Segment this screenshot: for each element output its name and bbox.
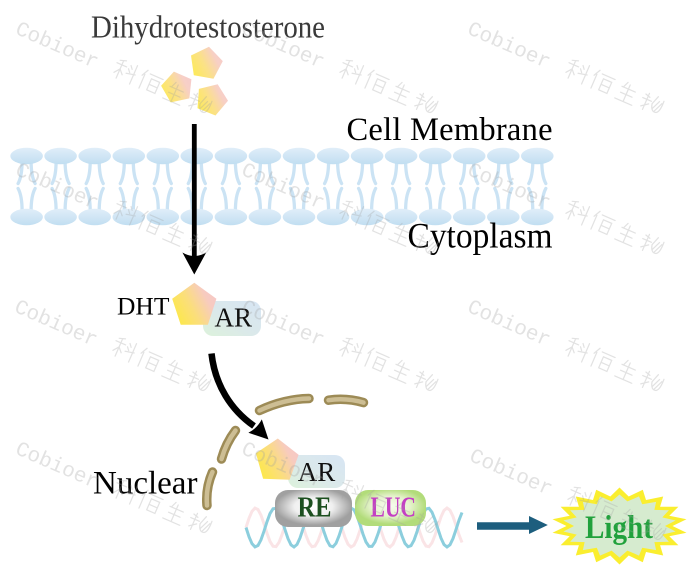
svg-text:LUC: LUC: [371, 492, 417, 524]
svg-text:Cytoplasm: Cytoplasm: [408, 216, 553, 256]
svg-text:Light: Light: [585, 510, 653, 546]
svg-text:Cell Membrane: Cell Membrane: [347, 112, 553, 148]
svg-text:DHT: DHT: [117, 292, 170, 321]
svg-text:RE: RE: [298, 493, 332, 524]
svg-text:Nuclear: Nuclear: [93, 466, 197, 502]
